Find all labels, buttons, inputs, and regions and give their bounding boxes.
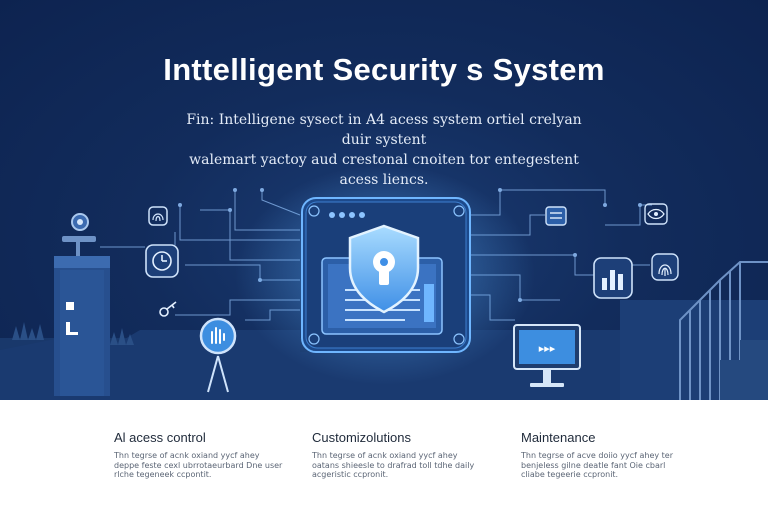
page-subtitle: Fin: Intelligene sysect in A4 acess syst… <box>170 110 598 190</box>
door-icon <box>54 256 110 396</box>
feature-title: Maintenance <box>521 430 596 445</box>
clock-icon <box>145 244 179 278</box>
feature-access-control: Al acess control Thn tegrse of acnk oxia… <box>114 430 284 480</box>
laptop-icon: ▸▸▸ <box>513 324 581 387</box>
fingerprint-icon <box>148 206 168 226</box>
feature-description: Thn tegrse of acnk oxiand yycf ahey depp… <box>114 451 283 479</box>
camera-icon <box>62 213 96 256</box>
security-scene: ▸▸▸ <box>0 165 768 400</box>
feature-description: Thn tegrse of acnk oxiand yycf ahey oata… <box>312 451 475 479</box>
hero-section: ▸▸▸ Inttelligent Security s System Fin: … <box>0 0 768 400</box>
feature-description: Thn tegrse of acve doiio yycf ahey ter b… <box>521 451 673 479</box>
feature-maintenance: Maintenance Thn tegrse of acve doiio yyc… <box>521 430 691 480</box>
subtitle-line: walemart yactoy aud crestonal cnoiten to… <box>189 152 579 168</box>
grass-right <box>110 328 134 345</box>
grass-left <box>12 322 44 340</box>
features-section: Al acess control Thn tegrse of acnk oxia… <box>0 400 768 512</box>
eye-icon <box>644 203 668 225</box>
bar-chart-icon <box>593 257 633 299</box>
feature-custom-solutions: Customizolutions Thn tegrse of acnk oxia… <box>312 430 482 480</box>
fingerprint-icon <box>651 253 679 281</box>
server-icon <box>545 206 567 226</box>
page-title: Inttelligent Security s System <box>163 52 605 87</box>
feature-title: Al acess control <box>114 430 206 445</box>
feature-title: Customizolutions <box>312 430 411 445</box>
subtitle-line: Fin: Intelligene sysect in A4 acess syst… <box>186 112 582 148</box>
key-icon <box>159 301 177 317</box>
hand-icon <box>199 317 237 393</box>
subtitle-line: acess liencs. <box>339 172 429 188</box>
laptop-button-symbol: ▸▸▸ <box>539 342 556 355</box>
shield-lock-icon <box>348 224 420 314</box>
stairs-block <box>720 340 768 400</box>
